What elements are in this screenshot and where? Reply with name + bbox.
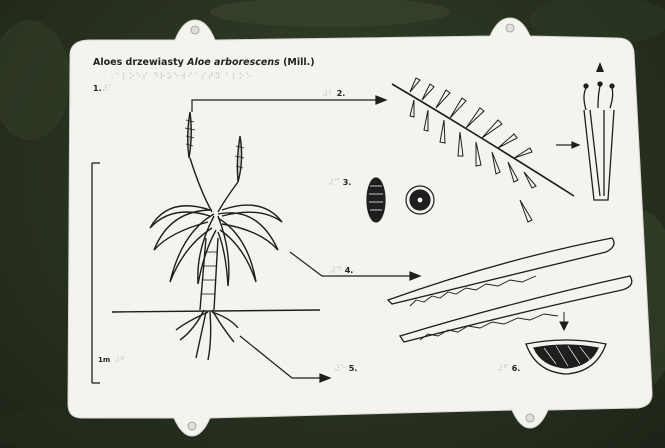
label-1-text: 1. <box>93 84 102 93</box>
label-3-text: 3. <box>343 178 352 187</box>
scale-braille: ⠼⠛ <box>115 356 125 364</box>
label-2-text: 2. <box>337 89 346 98</box>
title-latin-name: Aloe arborescens <box>187 57 280 68</box>
label-3-braille: ⠼⠉ <box>328 178 340 187</box>
title-author: (Mill.) <box>283 57 315 68</box>
label-4: ⠼⠙4. <box>330 266 353 275</box>
title-common-name: Aloes drzewiasty <box>93 57 184 68</box>
label-5-text: 5. <box>349 364 358 373</box>
scale-label: 1m ⠼⠛ <box>98 356 125 364</box>
label-5: ⠼⠑5. <box>334 364 357 373</box>
label-4-braille: ⠼⠙ <box>330 266 342 275</box>
label-1: 1.⠼⠁ <box>93 84 116 93</box>
label-4-text: 4. <box>345 266 354 275</box>
label-6: ⠼⠋6. <box>497 364 520 373</box>
label-2-braille: ⠼⠃ <box>322 89 334 98</box>
label-1-braille: ⠼⠁ <box>102 84 114 93</box>
label-3: ⠼⠉3. <box>328 178 351 187</box>
label-6-text: 6. <box>512 364 521 373</box>
sign-title: Aloes drzewiasty Aloe arborescens (Mill.… <box>93 57 315 68</box>
braille-title: ⠠⠁⠇⠕⠑⠎ ⠙⠗⠵⠑⠺⠊⠁⠎⠞⠽ ⠁⠇⠕⠑ <box>108 72 252 81</box>
label-5-braille: ⠼⠑ <box>334 364 346 373</box>
label-2: ⠼⠃2. <box>322 89 345 98</box>
scale-label-text: 1m <box>98 356 110 364</box>
label-6-braille: ⠼⠋ <box>497 364 509 373</box>
